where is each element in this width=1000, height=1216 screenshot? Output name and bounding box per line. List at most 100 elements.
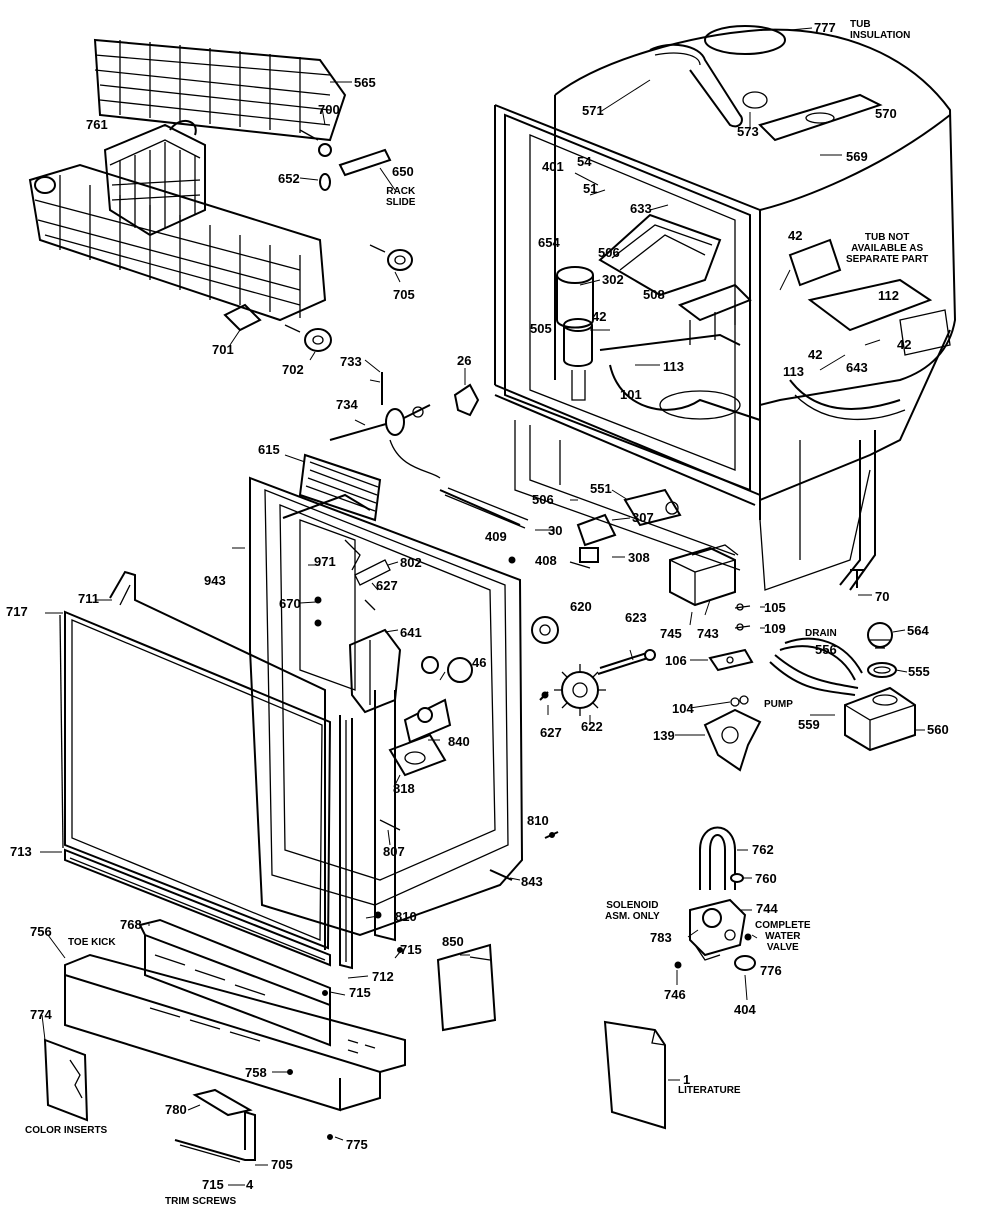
part-number-802: 802 — [400, 555, 422, 570]
part-number-30: 30 — [548, 523, 563, 538]
part-number-308: 308 — [628, 550, 650, 565]
part-number-564: 564 — [907, 623, 929, 638]
caption-complete-water-valve: COMPLETE WATER VALVE — [755, 920, 811, 953]
part-number-42-b: 42 — [788, 228, 803, 243]
part-number-113-b: 113 — [783, 364, 804, 379]
part-number-777: 777 — [814, 20, 836, 35]
part-number-650: 650 — [392, 164, 414, 179]
part-number-42-d: 42 — [808, 347, 823, 362]
part-number-505: 505 — [530, 321, 552, 336]
part-number-109: 109 — [764, 621, 786, 636]
part-number-4: 4 — [246, 1177, 254, 1192]
part-number-106: 106 — [665, 653, 687, 668]
part-number-46: 46 — [472, 655, 487, 670]
caption-drain: DRAIN — [805, 628, 837, 639]
part-number-627-lower: 627 — [540, 725, 562, 740]
part-number-113-a: 113 — [663, 359, 684, 374]
part-number-745: 745 — [660, 626, 682, 641]
rack-assembly — [28, 38, 413, 373]
tub-assembly — [494, 25, 957, 591]
part-number-670: 670 — [279, 596, 301, 611]
part-number-506-lower: 506 — [532, 492, 554, 507]
part-number-302: 302 — [602, 272, 624, 287]
part-number-705-wheel: 705 — [393, 287, 415, 302]
part-number-643: 643 — [846, 360, 868, 375]
part-number-506-upper: 506 — [598, 245, 620, 260]
part-number-641: 641 — [400, 625, 422, 640]
part-number-843: 843 — [521, 874, 543, 889]
part-number-775: 775 — [346, 1137, 368, 1152]
part-number-818-upper: 818 — [393, 781, 415, 796]
part-number-569: 569 — [846, 149, 868, 164]
part-number-623: 623 — [625, 610, 647, 625]
door-assembly — [232, 453, 524, 970]
part-number-101: 101 — [620, 387, 642, 402]
caption-tub-insulation: TUB INSULATION — [850, 19, 911, 41]
part-number-705-bracket: 705 — [271, 1157, 293, 1172]
part-number-104: 104 — [672, 701, 694, 716]
part-number-622: 622 — [581, 719, 603, 734]
part-number-712: 712 — [372, 969, 394, 984]
part-number-780: 780 — [165, 1102, 187, 1117]
part-number-654: 654 — [538, 235, 560, 250]
part-number-560: 560 — [927, 722, 949, 737]
part-number-762: 762 — [752, 842, 774, 857]
toe-kick-assembly — [41, 918, 497, 1186]
part-number-401: 401 — [542, 159, 564, 174]
part-number-746: 746 — [664, 987, 686, 1002]
part-number-840: 840 — [448, 734, 470, 749]
part-number-733: 733 — [340, 354, 362, 369]
caption-tub-not-available: TUB NOT AVAILABLE AS SEPARATE PART — [846, 232, 929, 265]
middle-small-parts — [329, 368, 925, 839]
part-number-652: 652 — [278, 171, 300, 186]
part-number-404: 404 — [734, 1002, 756, 1017]
outer-door-panel — [40, 570, 332, 967]
part-number-734: 734 — [336, 397, 358, 412]
part-number-559: 559 — [798, 717, 820, 732]
part-number-810: 810 — [527, 813, 549, 828]
part-number-756: 756 — [30, 924, 52, 939]
part-number-139: 139 — [653, 728, 675, 743]
part-number-943-upper: 943 — [204, 573, 226, 588]
part-number-783: 783 — [650, 930, 672, 945]
part-number-717: 717 — [6, 604, 28, 619]
part-number-551: 551 — [590, 481, 612, 496]
part-number-409: 409 — [485, 529, 507, 544]
part-number-42-a: 42 — [592, 309, 607, 324]
part-number-760: 760 — [755, 871, 777, 886]
part-number-761: 761 — [86, 117, 108, 132]
part-number-51: 51 — [583, 181, 598, 196]
part-number-768: 768 — [120, 917, 142, 932]
part-number-307: 307 — [632, 510, 654, 525]
part-number-633: 633 — [630, 201, 652, 216]
caption-literature: LITERATURE — [678, 1085, 741, 1096]
part-number-42-c: 42 — [897, 337, 912, 352]
part-number-26: 26 — [457, 353, 472, 368]
caption-toe-kick: TOE KICK — [68, 937, 116, 948]
part-number-758: 758 — [245, 1065, 267, 1080]
part-number-701: 701 — [212, 342, 234, 357]
part-number-105: 105 — [764, 600, 786, 615]
part-number-810-lower: 810 — [395, 909, 417, 924]
part-number-715-b: 715 — [349, 985, 371, 1000]
caption-solenoid: SOLENOID ASM. ONLY — [605, 900, 660, 922]
part-number-1: 1 — [683, 1072, 691, 1087]
caption-color-inserts: COLOR INSERTS — [25, 1125, 108, 1136]
part-number-711: 711 — [78, 591, 99, 606]
part-number-508: 508 — [643, 287, 665, 302]
part-number-70: 70 — [875, 589, 890, 604]
part-number-570: 570 — [875, 106, 897, 121]
part-number-615: 615 — [258, 442, 280, 457]
part-number-112: 112 — [878, 288, 899, 303]
part-number-971: 971 — [314, 554, 336, 569]
part-number-556: 556 — [815, 642, 837, 657]
part-number-408: 408 — [535, 553, 557, 568]
caption-trim-screws: TRIM SCREWS — [165, 1196, 237, 1207]
part-number-573: 573 — [737, 124, 759, 139]
part-number-715-c: 715 — [202, 1177, 224, 1192]
part-number-620: 620 — [570, 599, 592, 614]
part-number-715-a: 715 — [400, 942, 422, 957]
part-number-565: 565 — [354, 75, 376, 90]
part-number-807: 807 — [383, 844, 405, 859]
